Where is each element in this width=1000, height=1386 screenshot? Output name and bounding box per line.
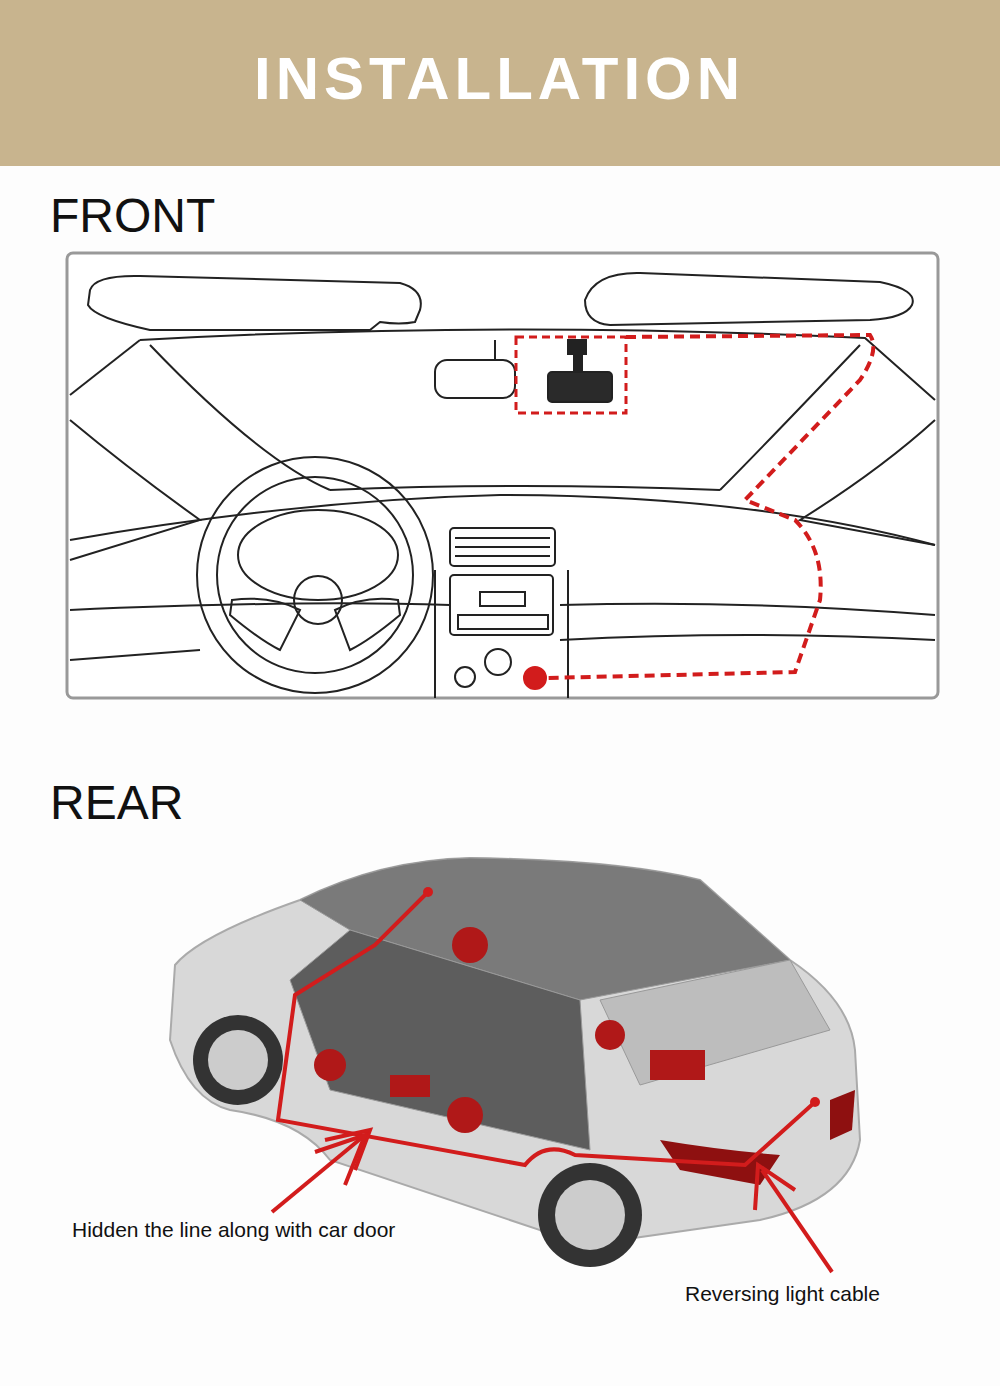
- callout-label: Reversing light cable: [685, 1282, 880, 1306]
- title-band: [0, 0, 1000, 166]
- page-ground: [0, 166, 1000, 1386]
- section-heading: REAR: [50, 775, 183, 830]
- page-title: INSTALLATION: [254, 44, 745, 113]
- car-illustration: [170, 858, 860, 1272]
- callout-label: Hidden the line along with car door: [72, 1218, 395, 1242]
- front-view: [67, 253, 938, 698]
- section-heading: FRONT: [50, 188, 215, 243]
